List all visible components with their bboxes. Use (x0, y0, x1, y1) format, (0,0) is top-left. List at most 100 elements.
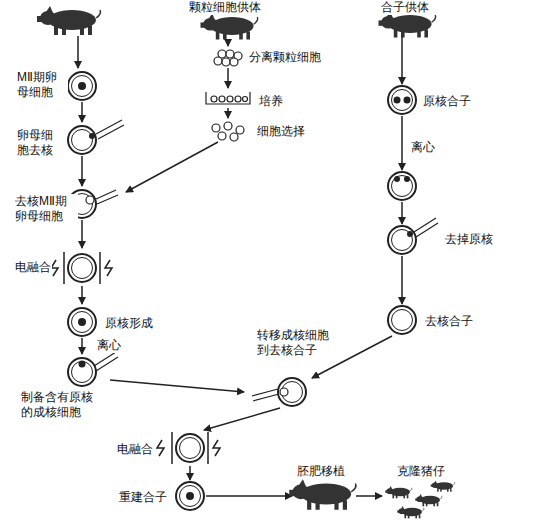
drawing-stroke (431, 481, 455, 492)
step-label: 去掉原核 (444, 232, 494, 247)
reconstruction (157, 378, 306, 510)
drawing-stroke (401, 256, 403, 304)
drawing-stroke (201, 13, 258, 39)
drawing-stroke (218, 132, 226, 140)
step-label: 转移成核细胞到去核合子 (256, 328, 336, 358)
drawing-stroke (68, 254, 96, 282)
drawing-stroke (227, 68, 229, 88)
step-label: 原核合子 (422, 94, 472, 109)
drawing-stroke (388, 306, 416, 334)
drawing-stroke (414, 218, 438, 237)
drawing-stroke (212, 124, 220, 132)
drawing-stroke (407, 231, 413, 237)
drawing-stroke (219, 96, 225, 102)
step-label: 培养 (258, 94, 284, 109)
drawing-stroke (51, 260, 58, 276)
drawing-stroke (404, 97, 411, 104)
drawing-stroke (394, 97, 401, 104)
drawing-stroke (243, 97, 248, 102)
drawing-stroke (278, 378, 306, 406)
recipient-and-piglets (289, 479, 455, 518)
drawing-stroke (94, 352, 118, 371)
drawing-stroke (230, 58, 238, 66)
drawing-stroke (81, 102, 83, 122)
step-label: 重建合子 (118, 490, 168, 505)
drawing-stroke (63, 252, 65, 284)
step-label: 胚肥移植 (296, 464, 346, 479)
drawing-stroke (206, 495, 292, 497)
drawing-stroke (37, 6, 101, 35)
drawing-stroke (227, 108, 229, 118)
drawing-stroke (236, 126, 244, 134)
drawing-stroke (96, 120, 124, 139)
drawing-stroke (86, 196, 94, 204)
step-label: 分离颗粒细胞 (248, 50, 322, 65)
step-label: 细胞选择 (256, 124, 306, 139)
drawing-stroke (68, 72, 96, 100)
drawing-stroke (388, 172, 416, 200)
drawing-stroke (235, 96, 241, 102)
drawing-stroke (222, 58, 230, 66)
drawing-stroke (81, 286, 83, 304)
drawing-stroke (110, 380, 244, 392)
step-label: 电融合 (14, 260, 52, 275)
drawing-stroke (126, 142, 218, 192)
drawing-stroke (78, 318, 86, 326)
drawing-stroke (96, 190, 118, 204)
arrows (78, 36, 402, 496)
left-cells (51, 72, 124, 386)
drawing-stroke (89, 133, 95, 139)
drawing-stroke (214, 57, 222, 65)
right-cells (388, 86, 438, 334)
drawing-stroke (224, 122, 232, 130)
drawing-stroke (356, 495, 382, 497)
drawing-stroke (394, 176, 400, 182)
drawing-stroke (68, 308, 96, 336)
drawing-stroke (157, 440, 164, 456)
step-label: 合子供体 (380, 0, 430, 15)
drawing-stroke (81, 156, 83, 186)
drawing-stroke (388, 226, 416, 254)
drawing-stroke (226, 50, 234, 58)
step-label: 离心 (96, 338, 122, 353)
drawing-stroke (176, 434, 204, 462)
drawing-stroke (204, 408, 280, 430)
drawing-stroke (68, 126, 96, 154)
drawing-stroke (404, 176, 410, 182)
drawing-stroke (189, 466, 191, 480)
step-label: 电融合 (116, 442, 154, 457)
step-label: 离心 (410, 140, 436, 155)
drawing-stroke (227, 40, 229, 46)
drawing-stroke (401, 36, 403, 84)
drawing-stroke (280, 388, 288, 396)
step-label: 颗粒细胞供体 (188, 0, 262, 15)
drawing-stroke (213, 440, 220, 456)
step-label: 去核MⅡ期卵母细胞 (14, 194, 78, 224)
step-label: 克隆猪仔 (396, 464, 446, 479)
drawing-stroke (379, 11, 436, 37)
drawing-stroke (206, 92, 250, 104)
step-label: 卵母细胞去核 (16, 128, 58, 158)
drawing-stroke (78, 82, 86, 90)
step-label: 原核形成 (104, 316, 154, 331)
drawing-stroke (176, 482, 204, 510)
drawing-stroke (415, 494, 442, 506)
drawing-stroke (388, 86, 416, 114)
step-label: 去核合子 (424, 314, 474, 329)
drawing-stroke (186, 492, 194, 500)
drawing-stroke (230, 133, 238, 141)
granulosa-cells (206, 50, 250, 141)
step-label: MⅡ期卵母细胞 (16, 70, 68, 100)
drawing-stroke (397, 506, 424, 518)
drawing-stroke (289, 479, 356, 509)
drawing-stroke (227, 96, 233, 102)
drawing-stroke (385, 486, 412, 498)
drawing-stroke (81, 338, 83, 354)
drawing-stroke (105, 260, 112, 276)
drawing-stroke (99, 252, 101, 284)
drawing-stroke (79, 361, 86, 368)
drawing-stroke (252, 389, 279, 401)
drawing-stroke (68, 358, 96, 386)
